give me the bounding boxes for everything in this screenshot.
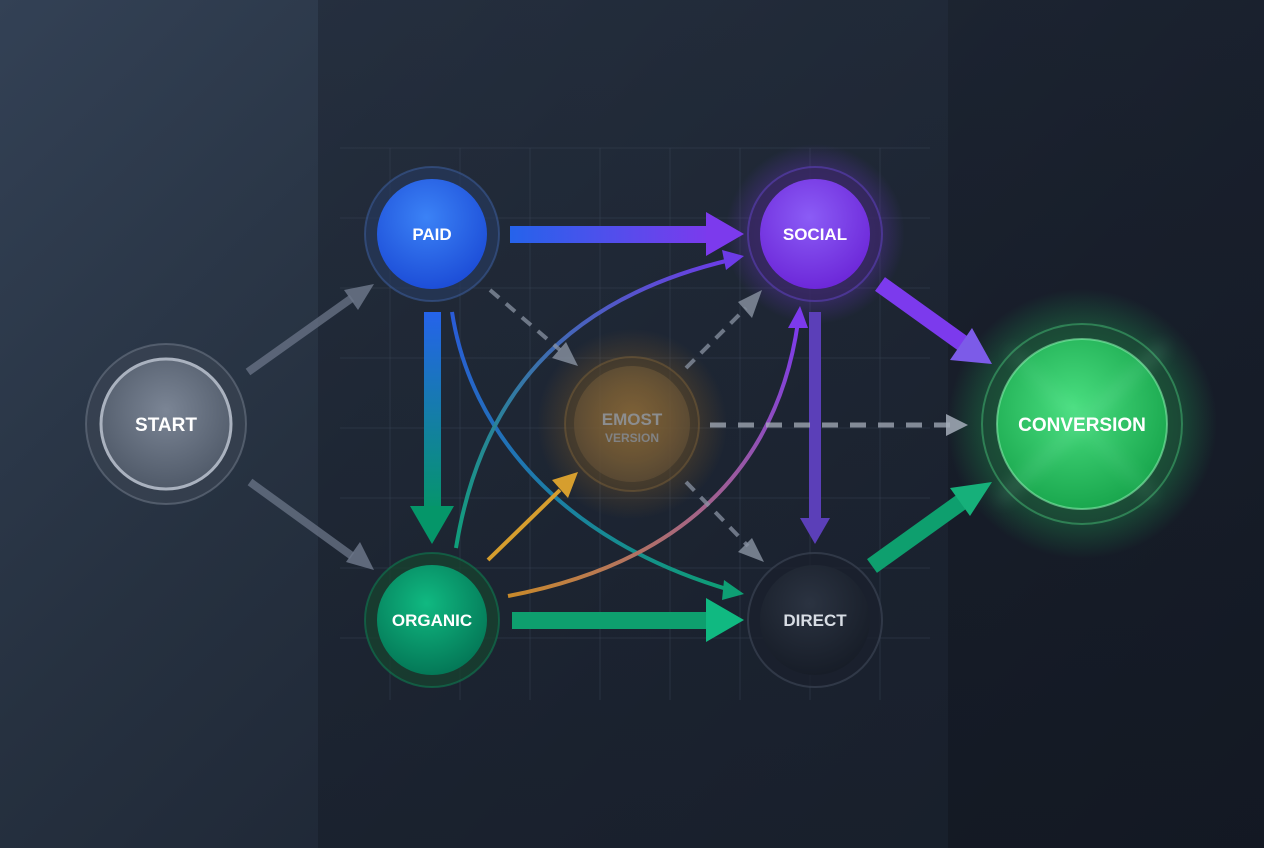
node-start-label: START xyxy=(135,415,197,436)
edge-emost-social-dashed xyxy=(684,290,762,370)
node-social[interactable]: SOCIAL xyxy=(747,166,883,302)
edge-paid-organic xyxy=(410,312,454,544)
node-conversion[interactable]: CONVERSION xyxy=(981,323,1183,525)
node-start[interactable]: START xyxy=(85,343,247,505)
lens-flare xyxy=(998,344,1166,502)
node-paid[interactable]: PAID xyxy=(364,166,500,302)
edge-emost-conversion-dashed xyxy=(710,414,968,436)
edge-paid-emost-dashed xyxy=(488,288,578,366)
node-emost-sublabel: VERSION xyxy=(605,431,659,445)
edge-paid-direct-curve xyxy=(450,311,744,600)
node-conversion-label: CONVERSION xyxy=(1018,415,1146,436)
node-direct-label: DIRECT xyxy=(783,611,847,630)
edge-organic-direct xyxy=(512,598,744,642)
edge-start-organic xyxy=(247,478,374,570)
node-social-label: SOCIAL xyxy=(783,225,847,244)
edge-start-paid xyxy=(245,284,374,376)
edge-organic-social-curve xyxy=(454,250,744,549)
node-organic-label: ORGANIC xyxy=(392,611,472,630)
edge-paid-social xyxy=(510,212,744,256)
node-emost[interactable]: EMOST VERSION xyxy=(564,356,700,492)
edge-organic-social-curve-2 xyxy=(507,306,808,598)
node-emost-label: EMOST xyxy=(602,410,663,429)
edge-social-conversion xyxy=(875,277,992,364)
edge-organic-emost xyxy=(486,472,578,562)
node-direct[interactable]: DIRECT xyxy=(747,552,883,688)
edge-social-direct xyxy=(800,312,830,544)
edge-direct-conversion xyxy=(867,482,992,573)
node-paid-label: PAID xyxy=(412,225,451,244)
node-organic[interactable]: ORGANIC xyxy=(364,552,500,688)
edge-emost-direct-dashed xyxy=(684,480,764,562)
